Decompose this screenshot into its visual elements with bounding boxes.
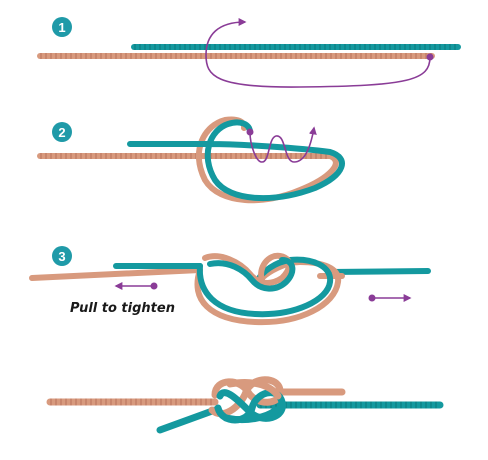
step-1: 1 [37,17,461,88]
teal-rope [327,268,431,275]
orange-rope [29,267,203,281]
orange-loop [195,116,339,204]
step-3-badge: 3 [52,246,72,266]
step-1-badge: 1 [52,17,72,37]
step-2-number: 2 [58,125,65,140]
pull-to-tighten-caption: Pull to tighten [70,301,175,316]
step-3: 3 Pull to tighten [29,246,431,326]
step-3-number: 3 [58,249,65,264]
teal-rope [127,119,345,202]
step-1-number: 1 [58,20,65,35]
finished-knot [46,376,444,434]
direction-arrow [249,126,317,163]
step-2: 2 [37,116,345,204]
direction-arrow [205,18,431,88]
step-2-badge: 2 [52,122,72,142]
